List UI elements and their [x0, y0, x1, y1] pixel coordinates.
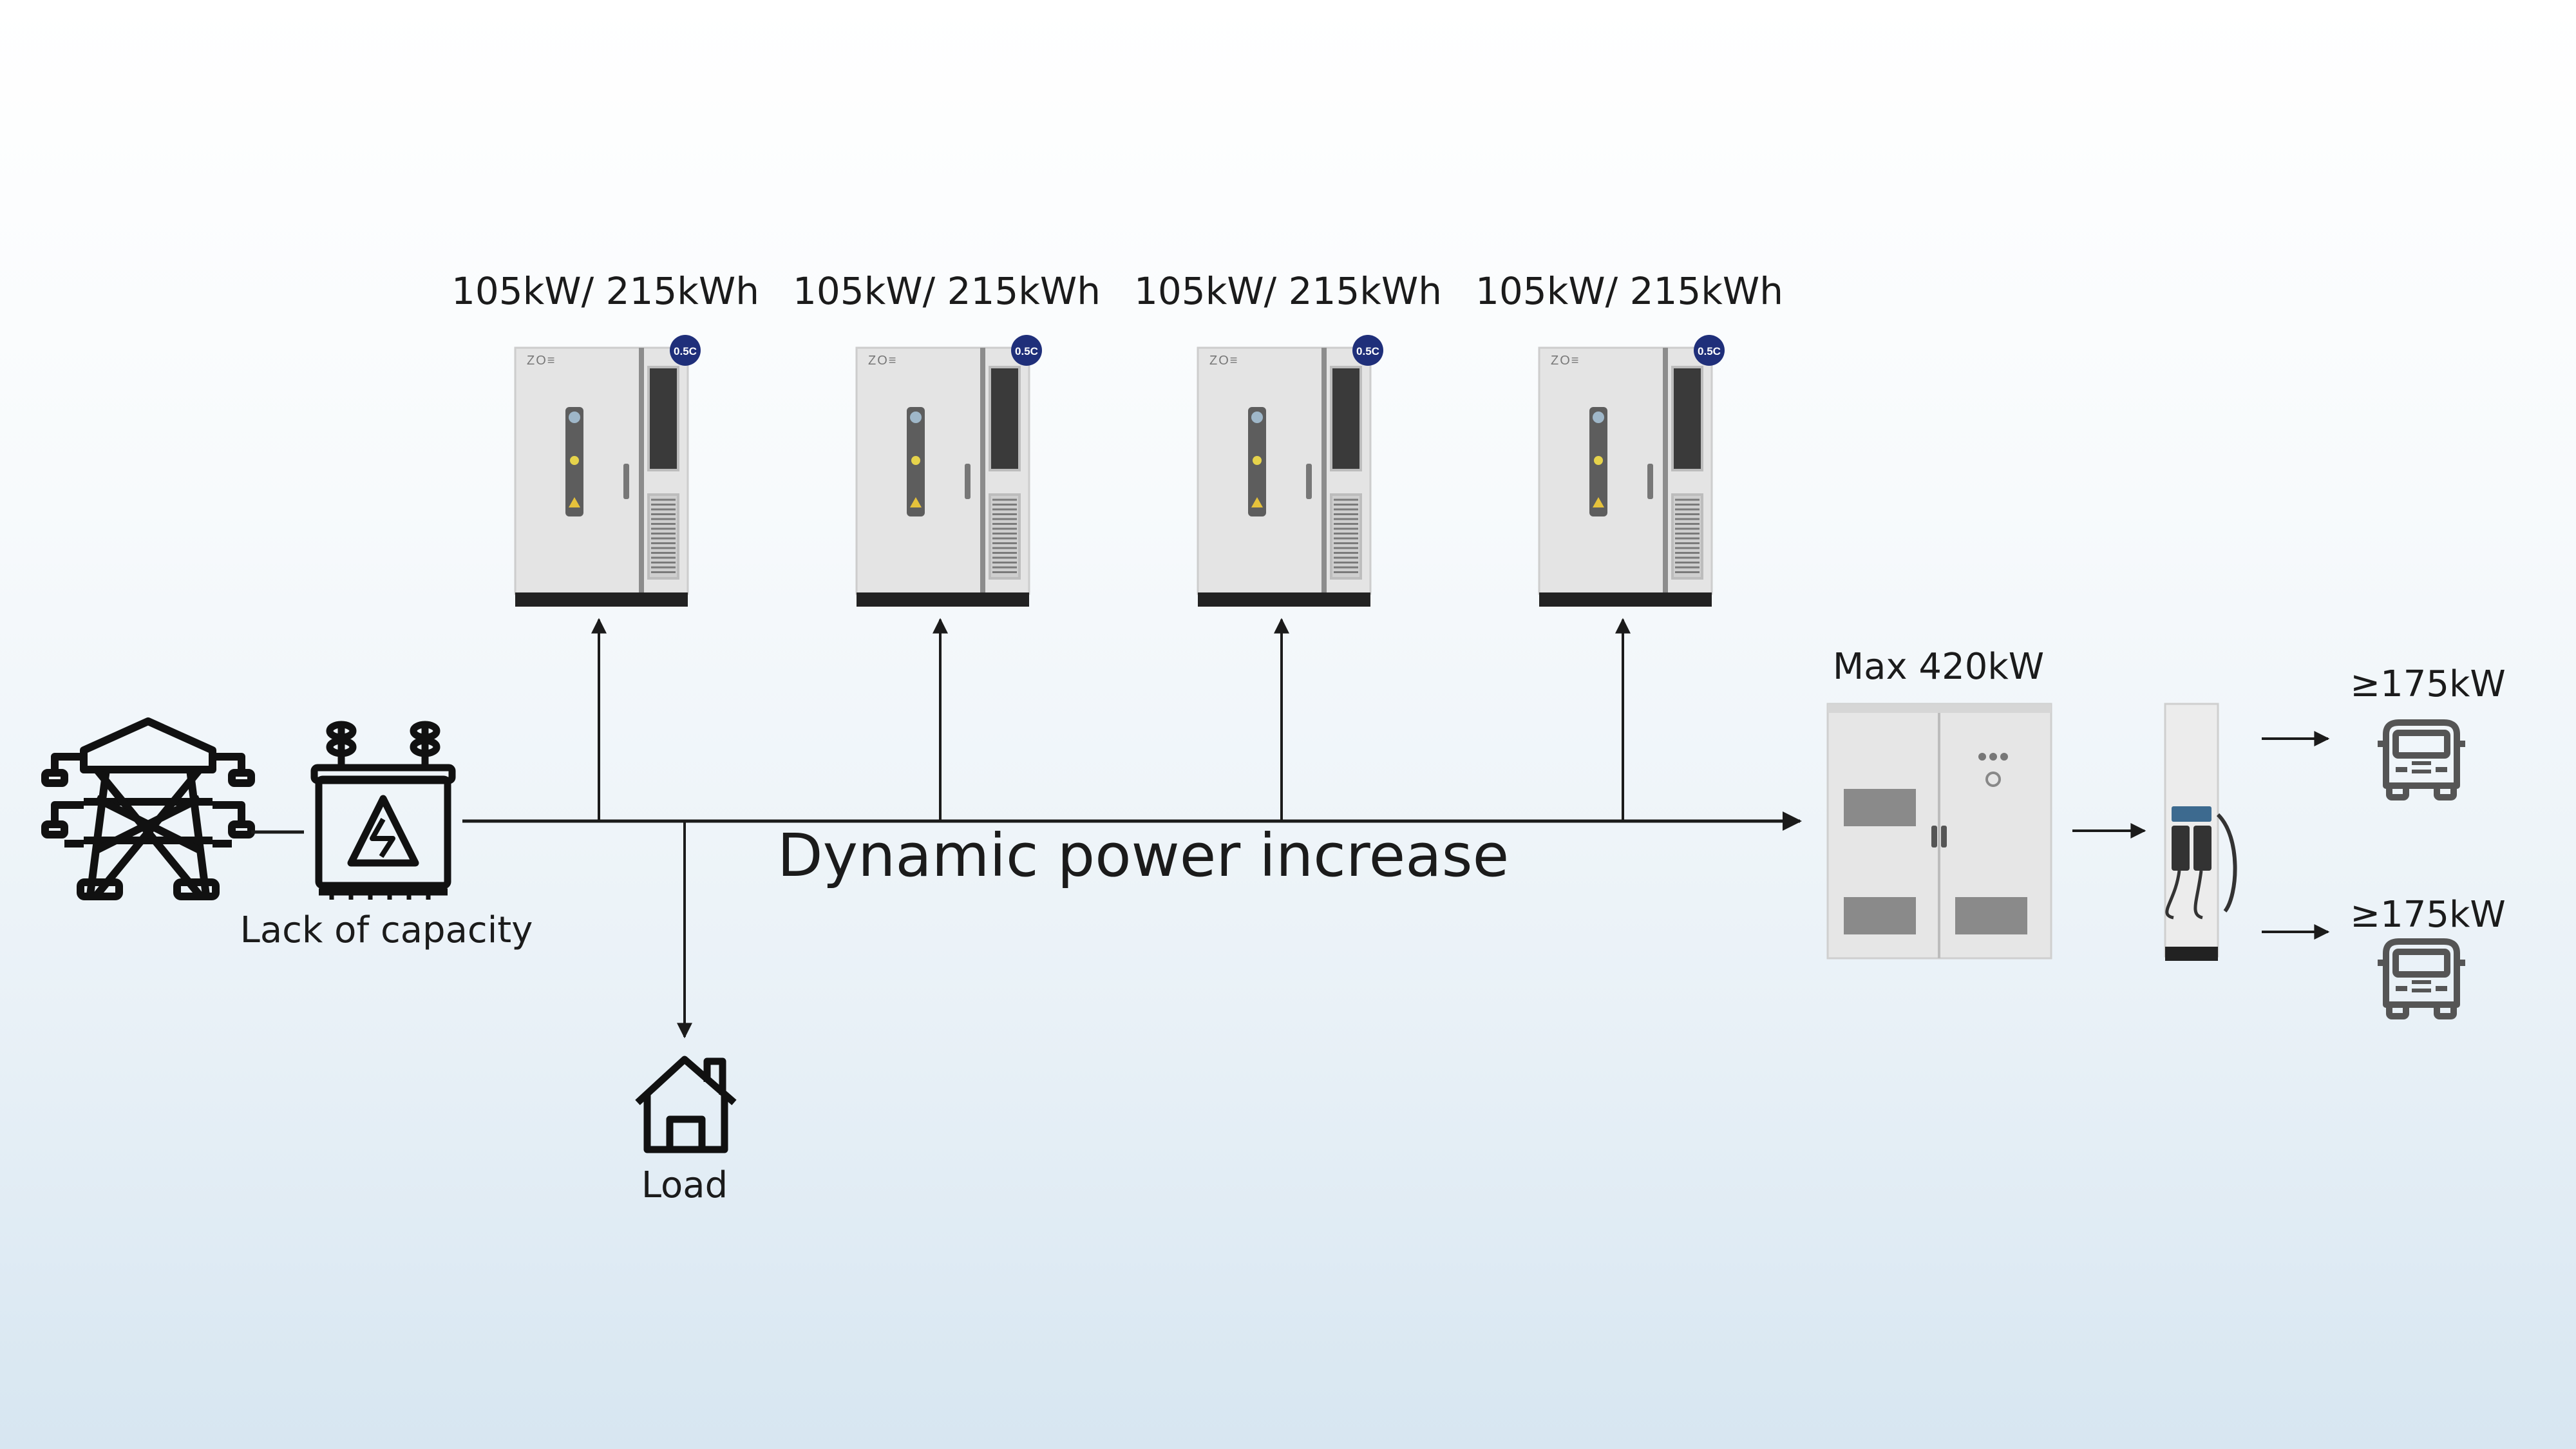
brand-logo: ZO≡	[527, 354, 556, 368]
svg-text:0.5C: 0.5C	[1698, 345, 1721, 357]
rate-badge: 0.5C	[1352, 335, 1383, 366]
rate-badge: 0.5C	[1011, 335, 1042, 366]
truck-icon	[2378, 938, 2465, 1019]
storage-label-4: 105kW/ 215kWh	[1475, 269, 1784, 313]
rate-badge: 0.5C	[670, 335, 701, 366]
truck-label-2: ≥175kW	[2350, 894, 2506, 936]
svg-text:0.5C: 0.5C	[1356, 345, 1379, 357]
house-icon	[635, 1056, 737, 1153]
grid-label: Lack of capacity	[240, 909, 533, 951]
svg-text:0.5C: 0.5C	[674, 345, 697, 357]
storage-cabinet: ZO≡ 0.5C	[514, 335, 701, 607]
truck-label-1: ≥175kW	[2350, 663, 2506, 705]
brand-logo: ZO≡	[868, 354, 897, 368]
storage-label-2: 105kW/ 215kWh	[792, 269, 1101, 313]
storage-cabinet: ZO≡ 0.5C	[1538, 335, 1725, 607]
truck-icon	[2378, 719, 2465, 800]
transformer-icon	[310, 721, 456, 900]
power-cabinet	[1826, 703, 2052, 960]
brand-logo: ZO≡	[1551, 354, 1580, 368]
storage-cabinets: ZO≡ 0.5C ZO≡ 0.5C ZO≡ 0.5C ZO≡ 0.5C	[514, 335, 1725, 607]
power-tower-icon	[41, 717, 255, 900]
dynamic-power-label: Dynamic power increase	[777, 821, 1510, 890]
rate-badge: 0.5C	[1694, 335, 1725, 366]
power-cabinet-label: Max 420kW	[1832, 646, 2045, 688]
load-label: Load	[641, 1164, 728, 1206]
storage-cabinet: ZO≡ 0.5C	[855, 335, 1042, 607]
brand-logo: ZO≡	[1209, 354, 1238, 368]
storage-label-1: 105kW/ 215kWh	[451, 269, 760, 313]
storage-cabinet: ZO≡ 0.5C	[1197, 335, 1383, 607]
storage-label-3: 105kW/ 215kWh	[1133, 269, 1443, 313]
svg-text:0.5C: 0.5C	[1015, 345, 1038, 357]
ev-charger-icon	[2164, 703, 2237, 961]
